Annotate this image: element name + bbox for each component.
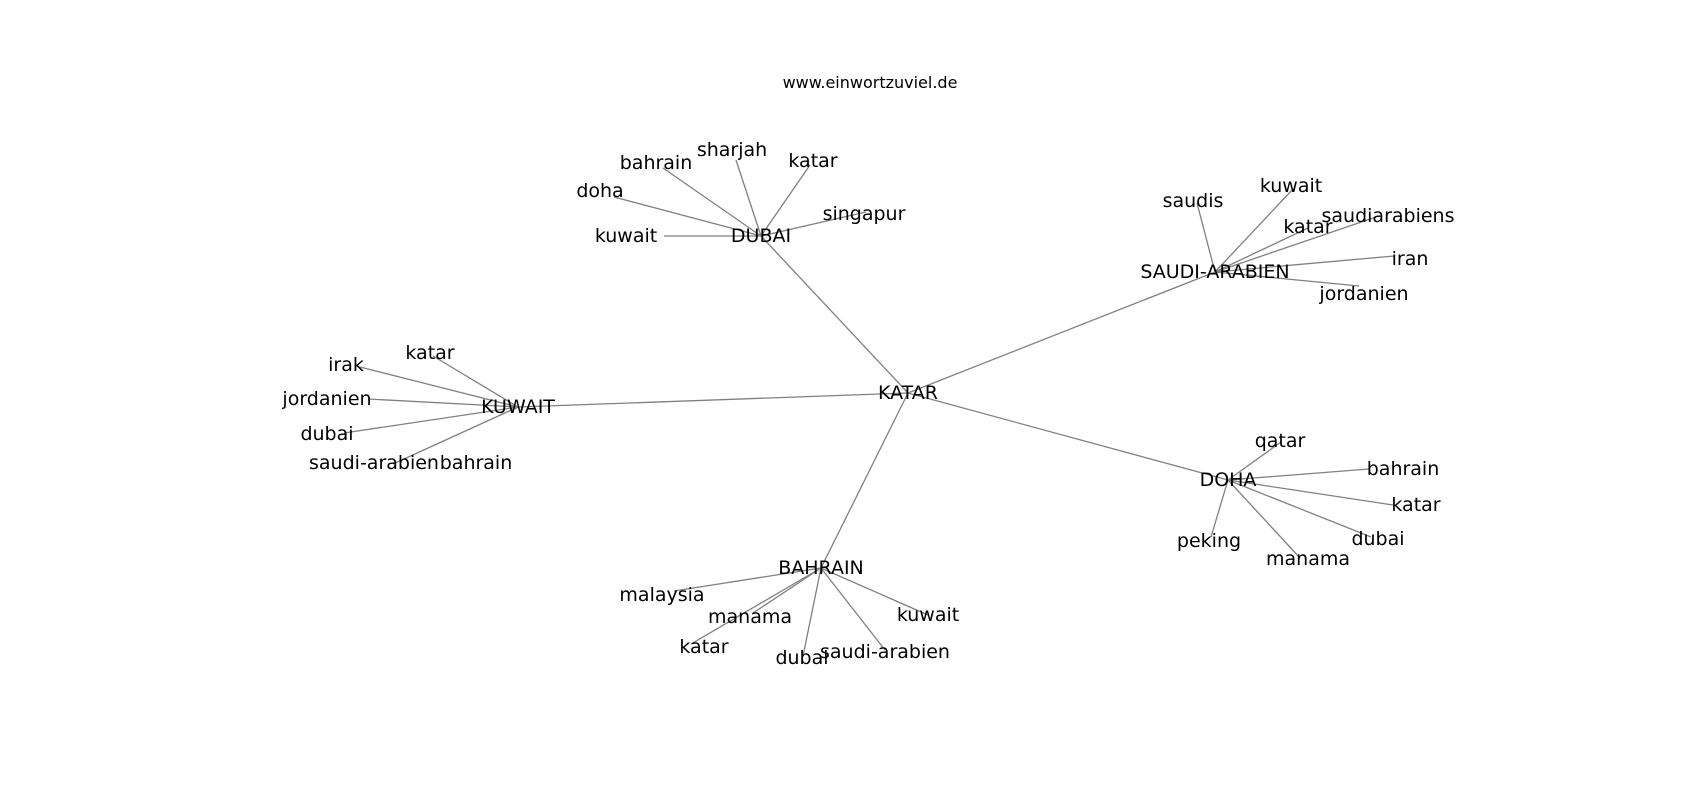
edge-kuwait-to-saudi-arabien xyxy=(392,406,519,465)
node-leaf-doha: doha xyxy=(576,180,623,202)
edge-bahrain-to-kuwait xyxy=(820,567,929,616)
edge-dubai-to-katar xyxy=(760,164,811,237)
edges xyxy=(343,159,1395,657)
edge-saudi-arabien-to-saudiarabiens xyxy=(1214,216,1377,273)
edge-kuwait-to-jordanien xyxy=(367,398,519,408)
site-title: www.einwortzuviel.de xyxy=(783,73,958,92)
edge-dubai-to-sharjah xyxy=(735,159,762,237)
node-leaf-dubai: dubai xyxy=(775,647,828,669)
node-leaf-saudi-arabien: saudi-arabien xyxy=(309,452,439,474)
node-hub-bahrain: BAHRAIN xyxy=(778,557,864,579)
edge-bahrain-to-malaysia xyxy=(673,567,822,592)
node-leaf-katar: katar xyxy=(788,150,837,172)
edge-dubai-to-singapur xyxy=(760,211,867,237)
edge-saudi-arabien-to-iran xyxy=(1214,255,1395,273)
node-leaf-kuwait: kuwait xyxy=(897,604,959,626)
node-leaf-kuwait: kuwait xyxy=(595,225,657,247)
node-root: KATAR xyxy=(878,382,938,404)
node-leaf-saudi-arabien: saudi-arabien xyxy=(820,641,950,663)
node-leaf-dubai: dubai xyxy=(1351,528,1404,550)
node-leaf-manama: manama xyxy=(1266,548,1350,570)
node-leaf-katar: katar xyxy=(1391,494,1440,516)
node-leaf-katar: katar xyxy=(1283,216,1332,238)
edge-doha-to-peking xyxy=(1210,479,1229,538)
node-leaf-jordanien: jordanien xyxy=(1318,283,1408,305)
node-leaf-singapur: singapur xyxy=(823,203,906,225)
node-hub-doha: DOHA xyxy=(1200,469,1257,491)
node-leaf-kuwait: kuwait xyxy=(1260,175,1322,197)
edge-dubai-to-doha xyxy=(613,196,762,237)
node-leaf-manama: manama xyxy=(708,606,792,628)
edge-doha-to-dubai xyxy=(1227,479,1372,538)
edge-doha-to-bahrain xyxy=(1227,468,1370,481)
edge-root-to-bahrain xyxy=(820,392,909,569)
edge-root-to-kuwait xyxy=(517,392,909,408)
edge-kuwait-to-dubai xyxy=(343,406,519,434)
node-leaf-bahrain: bahrain xyxy=(1367,458,1440,480)
node-leaf-bahrain: bahrain xyxy=(440,452,513,474)
edge-saudi-arabien-to-jordanien xyxy=(1214,271,1360,287)
edge-root-to-doha xyxy=(907,392,1229,481)
edge-bahrain-to-dubai xyxy=(802,567,822,657)
node-leaf-saudiarabiens: saudiarabiens xyxy=(1322,205,1455,227)
edge-kuwait-to-irak xyxy=(359,366,519,408)
node-leaf-qatar: qatar xyxy=(1255,430,1306,452)
edge-bahrain-to-manama xyxy=(752,567,822,614)
edge-bahrain-to-katar xyxy=(690,567,822,645)
node-hub-saudi-arabien: SAUDI-ARABIEN xyxy=(1140,261,1289,283)
edge-doha-to-manama xyxy=(1227,479,1301,559)
node-leaf-bahrain: bahrain xyxy=(620,152,693,174)
node-hub-kuwait: KUWAIT xyxy=(481,396,555,418)
edge-root-to-saudi-arabien xyxy=(907,271,1216,394)
node-leaf-katar: katar xyxy=(405,342,454,364)
node-leaf-saudis: saudis xyxy=(1163,190,1224,212)
node-leaf-peking: peking xyxy=(1177,530,1241,552)
edge-kuwait-to-bahrain xyxy=(514,406,519,410)
edge-doha-to-qatar xyxy=(1227,441,1282,481)
edge-kuwait-to-katar xyxy=(432,355,519,408)
edge-bahrain-to-saudi-arabien xyxy=(820,567,886,651)
edge-dubai-to-bahrain xyxy=(662,167,762,237)
node-leaf-iran: iran xyxy=(1392,248,1429,270)
edge-saudi-arabien-to-kuwait xyxy=(1214,188,1294,273)
node-leaf-irak: irak xyxy=(328,354,364,376)
node-leaf-dubai: dubai xyxy=(300,423,353,445)
node-leaf-malaysia: malaysia xyxy=(619,584,704,606)
edge-doha-to-katar xyxy=(1227,479,1394,506)
node-leaf-sharjah: sharjah xyxy=(697,139,767,161)
node-hub-dubai: DUBAI xyxy=(731,225,791,247)
node-leaf-jordanien: jordanien xyxy=(281,388,371,410)
edge-saudi-arabien-to-katar xyxy=(1214,227,1309,273)
edge-root-to-dubai xyxy=(760,235,909,394)
edge-saudi-arabien-to-saudis xyxy=(1196,202,1216,273)
node-leaf-katar: katar xyxy=(679,636,728,658)
